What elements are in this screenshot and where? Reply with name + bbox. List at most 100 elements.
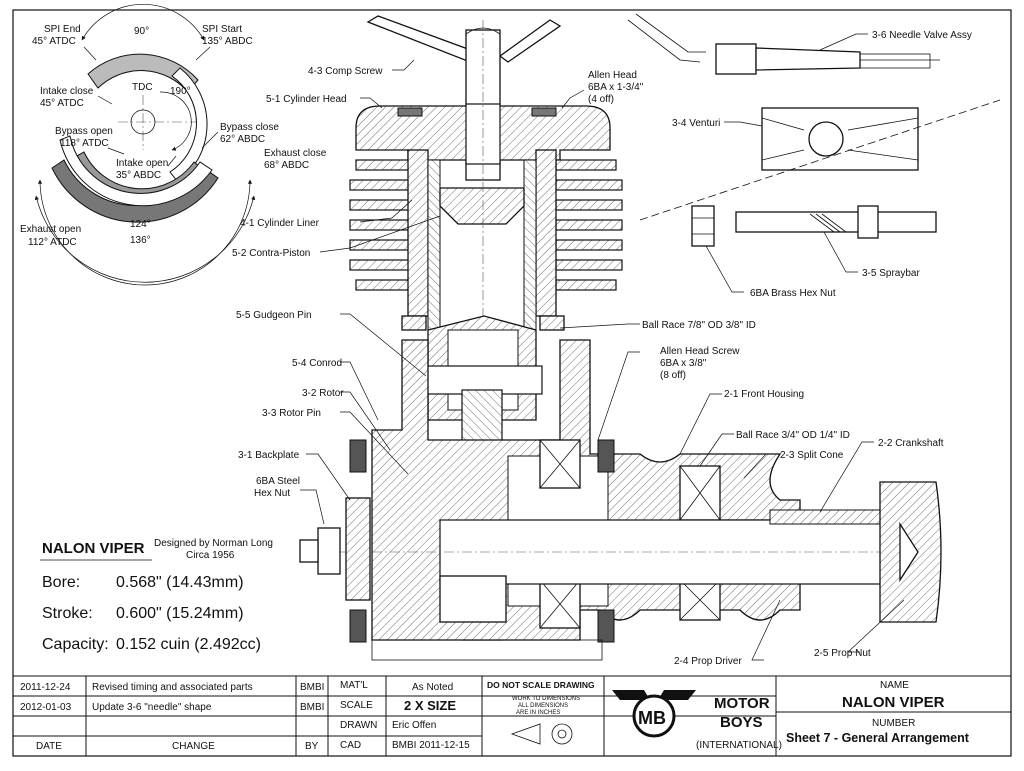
cylinder-liner-label: 4-1 Cylinder Liner [240, 218, 320, 229]
steel-hex-nut-label-2: Hex Nut [254, 488, 290, 499]
cad-value: BMBI 2011-12-15 [392, 740, 470, 751]
circa-text: Circa 1956 [186, 550, 235, 561]
rotor-label: 3-2 Rotor [302, 388, 344, 399]
capacity-label: Capacity: [42, 636, 109, 653]
motor-boys-logo: MB [612, 690, 696, 738]
conrod-label: 5-4 Conrod [292, 358, 342, 369]
exhaust-open-value: 112° ATDC [28, 237, 77, 248]
revision-1-change: Revised timing and associated parts [92, 682, 253, 693]
company-sub: (INTERNATIONAL) [696, 740, 782, 751]
ball-race-large-label: Ball Race 7/8" OD 3/8" ID [642, 320, 756, 331]
revision-1-by: BMBI [300, 682, 324, 693]
bypass-close-label: Bypass close [220, 122, 279, 133]
allen-head-screw-qty: (8 off) [660, 370, 686, 381]
designer-text: Designed by Norman Long [154, 538, 273, 549]
exhaust-close-label: Exhaust close [264, 148, 327, 159]
detail-parts [627, 13, 1001, 247]
allen-head-screw-label: Allen Head Screw [660, 346, 740, 357]
name-label: NAME [880, 680, 909, 691]
cylinder-head-label: 5-1 Cylinder Head [266, 94, 347, 105]
angle-124-label: 124° [130, 219, 151, 230]
do-not-scale-text: DO NOT SCALE DRAWING [487, 680, 595, 690]
revision-2-by: BMBI [300, 702, 324, 713]
revision-1-date: 2011-12-24 [20, 682, 71, 693]
spi-end-value: 45° ATDC [32, 36, 76, 47]
work-note-1: WORK TO DIMENSIONS [512, 696, 580, 702]
spi-start-value: 135° ABDC [202, 36, 253, 47]
drawn-label: DRAWN [340, 720, 377, 731]
revision-2-date: 2012-01-03 [20, 702, 72, 713]
bypass-close-value: 62° ABDC [220, 134, 265, 145]
gudgeon-pin-label: 5-5 Gudgeon Pin [236, 310, 312, 321]
allen-head-screw-size: 6BA x 3/8" [660, 358, 707, 369]
prop-nut-label: 2-5 Prop Nut [814, 648, 871, 659]
cad-label: CAD [340, 740, 361, 751]
spi-start-label: SPI Start [202, 24, 242, 35]
sheet-border [12, 9, 1012, 757]
col-change-header: CHANGE [172, 741, 215, 752]
company-name-1: MOTOR [714, 695, 770, 712]
stroke-value: 0.600" (15.24mm) [116, 605, 244, 622]
bore-label: Bore: [42, 574, 80, 591]
company-name-2: BOYS [720, 714, 763, 731]
prop-driver-label: 2-4 Prop Driver [674, 656, 742, 667]
split-cone-label: 2-3 Split Cone [780, 450, 844, 461]
angle-136-label: 136° [130, 235, 151, 246]
intake-open-label: Intake open [116, 158, 168, 169]
col-by-header: BY [305, 741, 319, 752]
title-block: 2011-12-24 Revised timing and associated… [13, 675, 1011, 756]
needle-valve-label: 3-6 Needle Valve Assy [872, 30, 972, 41]
scale-label: SCALE [340, 700, 373, 711]
rotor-pin-label: 3-3 Rotor Pin [262, 408, 321, 419]
ball-race-small-label: Ball Race 3/4" OD 1/4" ID [736, 430, 850, 441]
bypass-open-value: 118° ATDC [60, 138, 109, 149]
work-note-3: ARE IN INCHES [516, 710, 560, 716]
tdc-label: TDC [132, 82, 153, 93]
spi-end-label: SPI End [44, 24, 81, 35]
matl-label: MAT'L [340, 680, 368, 691]
intake-open-value: 35° ABDC [116, 170, 161, 181]
bore-value: 0.568" (14.43mm) [116, 574, 244, 591]
projection-cone-icon [510, 723, 541, 745]
comp-screw-label: 4-3 Comp Screw [308, 66, 383, 77]
col-date-header: DATE [36, 741, 62, 752]
allen-head-qty: (4 off) [588, 94, 614, 105]
logo-text: MB [638, 708, 666, 728]
stroke-label: Stroke: [42, 605, 93, 622]
intake-close-value: 45° ATDC [40, 98, 84, 109]
exhaust-open-label: Exhaust open [20, 224, 81, 235]
angle-190-label: 190° [170, 86, 191, 97]
allen-head-label: Allen Head [588, 70, 637, 81]
work-note-2: ALL DIMENSIONS [518, 703, 568, 709]
engine-specs: NALON VIPER Designed by Norman Long Circ… [40, 538, 273, 653]
engine-section [299, 15, 942, 661]
angle-90-label: 90° [134, 26, 149, 37]
projection-circle-icon [551, 723, 573, 745]
capacity-value: 0.152 cuin (2.492cc) [116, 636, 261, 653]
brass-hex-nut-label: 6BA Brass Hex Nut [750, 288, 836, 299]
engine-name: NALON VIPER [42, 540, 145, 557]
spraybar-label: 3-5 Spraybar [862, 268, 920, 279]
steel-hex-nut-label: 6BA Steel [256, 476, 300, 487]
number-label: NUMBER [872, 718, 915, 729]
backplate-label: 3-1 Backplate [238, 450, 300, 461]
part-leaders [300, 33, 905, 661]
revision-2-change: Update 3-6 "needle" shape [92, 702, 212, 713]
allen-head-size: 6BA x 1-3/4" [588, 82, 644, 93]
crankshaft-label: 2-2 Crankshaft [878, 438, 944, 449]
exhaust-close-value: 68° ABDC [264, 160, 309, 171]
part-labels: 4-3 Comp Screw 5-1 Cylinder Head Allen H… [232, 30, 972, 667]
venturi-label: 3-4 Venturi [672, 118, 720, 129]
drawn-value: Eric Offen [392, 720, 436, 731]
matl-value: As Noted [412, 682, 453, 693]
scale-value: 2 X SIZE [404, 698, 456, 713]
timing-diagram: SPI End 45° ATDC SPI Start 135° ABDC 90°… [20, 3, 327, 286]
front-housing-label: 2-1 Front Housing [724, 389, 804, 400]
contra-piston-label: 5-2 Contra-Piston [232, 248, 310, 259]
number-value: Sheet 7 - General Arrangement [786, 731, 970, 745]
intake-close-label: Intake close [40, 86, 94, 97]
name-value: NALON VIPER [842, 694, 945, 711]
bypass-open-label: Bypass open [55, 126, 113, 137]
